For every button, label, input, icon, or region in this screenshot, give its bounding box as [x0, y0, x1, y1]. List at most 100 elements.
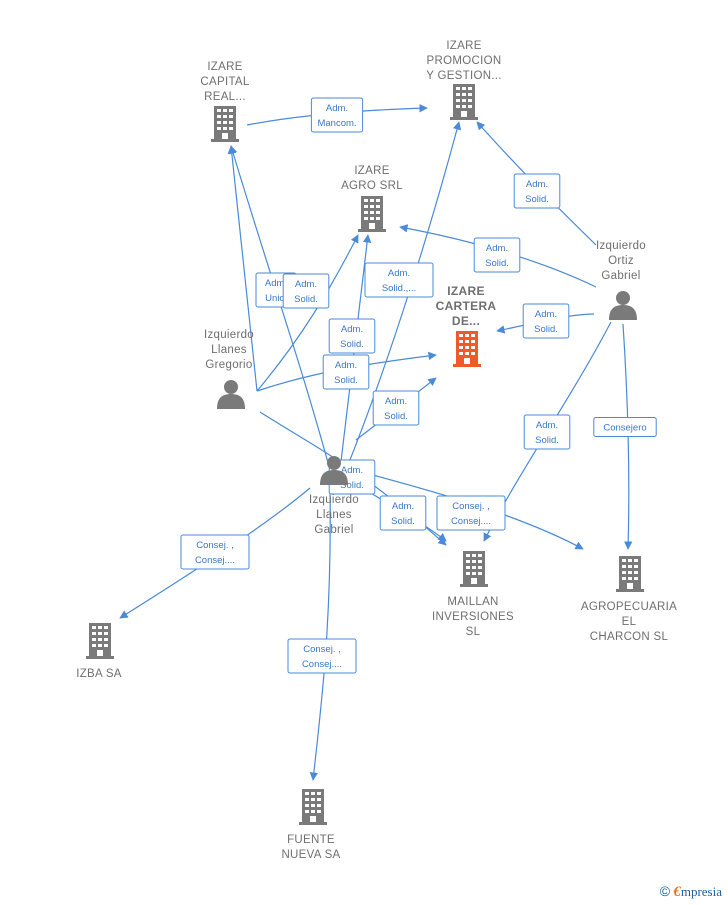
node-agropecuaria[interactable]: AGROPECUARIA EL CHARCON SL [581, 556, 677, 643]
edge-label-text: Solid. [485, 258, 509, 269]
empresia-logo-initial: € [673, 884, 681, 900]
edge-label-text: Adm. [526, 179, 548, 190]
edge-label-text: Adm. [486, 243, 508, 254]
edge-label-text: Adm. [535, 309, 557, 320]
edge-llanes_gregorio-to-izare_capital [227, 145, 258, 392]
building-icon [616, 556, 644, 592]
edge-label-izare_capital-to-izare_promocion: Adm. Mancom. [310, 97, 364, 133]
edge-ortiz_gabriel-to-agropecuaria [622, 323, 633, 550]
node-label: Izquierdo [596, 240, 646, 252]
edge-label-text: Solid. [534, 324, 558, 335]
edge-label-text: Solid. [340, 480, 364, 491]
edge-label-llanes_gregorio-to-izare_cartera: Adm. Solid. [322, 354, 370, 390]
edge-label-ortiz_gabriel-to-maillan: Adm.Solid. [523, 414, 571, 450]
edge-label-text: Mancom. [317, 118, 356, 129]
node-label: EL [622, 616, 637, 628]
node-label: AGROPECUARIA [581, 601, 677, 613]
node-label: PROMOCION [427, 55, 502, 67]
edge-label-text: Adm. [265, 278, 287, 289]
edge-label-text: Solid. [391, 516, 415, 527]
edge-label-llanes_gabriel-to-fuente_nueva: Consej. , Consej.... [287, 638, 357, 674]
building-icon [450, 84, 478, 120]
edge-label-text: Solid. [525, 194, 549, 205]
edge-label-text: Consejero [603, 423, 646, 434]
node-label: Y GESTION... [426, 70, 502, 82]
edge-llanes_gabriel-to-izare_capital [229, 145, 331, 471]
empresia-watermark: © €mpresia [660, 883, 722, 901]
edge-label-text: Solid. [340, 339, 364, 350]
edge-label-text: Adm. [536, 420, 558, 431]
edge-label-ortiz_gabriel-to-izare_promocion: Adm. Solid. [513, 173, 561, 209]
edge-label-text: Consej.... [195, 555, 235, 566]
edge-label-text: Solid. [384, 411, 408, 422]
node-label: Izquierdo [204, 329, 254, 341]
node-label: CHARCON SL [590, 631, 669, 643]
edge-label-text: Adm. [326, 103, 348, 114]
node-label: AGRO SRL [341, 180, 403, 192]
node-label: IZARE [354, 165, 389, 177]
edge-label-text: Adm. [341, 324, 363, 335]
edge-label-llanes_gabriel-to-izare_promocion: Adm.Solid.,... [364, 262, 434, 298]
node-label: DE... [452, 314, 480, 328]
edge-label-ortiz_gabriel-to-izare_cartera: Adm. Solid. [522, 303, 570, 339]
building-icon [460, 551, 488, 587]
person-icon [609, 291, 637, 320]
edge-label-text: Adm. [385, 396, 407, 407]
node-izare_agro[interactable]: IZARE AGRO SRL [341, 165, 403, 232]
node-label: NUEVA SA [281, 849, 340, 861]
node-fuente_nueva[interactable]: FUENTE NUEVA SA [281, 789, 340, 861]
node-label: Gabriel [314, 524, 353, 536]
node-label: IZARE [207, 61, 242, 73]
empresia-logo-text: mpresia [680, 884, 722, 899]
edge-label-text: Consej. , [196, 540, 234, 551]
building-icon [358, 196, 386, 232]
node-izare_cartera[interactable]: IZARECARTERADE... [436, 284, 497, 367]
edge-label-text: Consej.... [302, 659, 342, 670]
edge-label-llanes_gabriel-to-izare_agro: Adm. Solid. [328, 318, 376, 354]
edge-label-text: Adm. [392, 501, 414, 512]
node-label: REAL... [204, 91, 246, 103]
edge-label-text: Unic. [265, 293, 287, 304]
node-label: IZARE [447, 284, 485, 298]
node-label: SL [466, 626, 481, 638]
edge-label-text: Consej. , [303, 644, 341, 655]
building-icon [211, 106, 239, 142]
edge-label-text: Solid.,... [382, 283, 416, 294]
edge-label-llanes_gabriel-to-agropecuaria: Consej. , Consej.... [436, 495, 506, 531]
edge-label-text: Adm. [341, 465, 363, 476]
edge-label-llanes_gabriel-to-izba: Consej. , Consej.... [180, 534, 250, 570]
building-icon [86, 623, 114, 659]
node-label: Llanes [316, 509, 352, 521]
edge-label-text: Solid. [334, 375, 358, 386]
building-icon [453, 331, 481, 367]
edge-label-text: Consej. , [452, 501, 490, 512]
edge-label-ortiz_gabriel-to-agropecuaria: Consejero [593, 417, 657, 437]
node-izba[interactable]: IZBA SA [76, 623, 122, 680]
edge-label-llanes_gregorio-to-izare_agro: Adm. Solid. [282, 273, 330, 309]
building-icon [299, 789, 327, 825]
person-icon [217, 380, 245, 409]
node-izare_promocion[interactable]: IZARE PROMOCION Y GESTION... [426, 40, 502, 120]
node-izare_capital[interactable]: IZARE CAPITAL REAL... [200, 61, 250, 142]
edge-label-llanes_gregorio-to-maillan: Adm. Solid. [328, 459, 376, 495]
node-label: Ortiz [608, 255, 634, 267]
node-label: FUENTE [287, 834, 335, 846]
node-label: CAPITAL [200, 76, 249, 88]
node-label: IZARE [446, 40, 481, 52]
edge-label-text: Adm. [295, 279, 317, 290]
edge-label-llanes_gabriel-to-maillan: Adm. Solid. [379, 495, 427, 531]
node-label: CARTERA [436, 299, 497, 313]
node-label: Gregorio [205, 359, 252, 371]
edge-label-text: Solid. [294, 294, 318, 305]
node-label: Gabriel [601, 270, 640, 282]
edge-label-llanes_gabriel-to-izare_cartera: Adm. Solid. [372, 390, 420, 426]
node-label: Izquierdo [309, 494, 359, 506]
edge-label-ortiz_gabriel-to-izare_agro: Adm. Solid. [473, 237, 521, 273]
edge-label-text: Adm. [335, 360, 357, 371]
edge-label-text: Consej.... [451, 516, 491, 527]
